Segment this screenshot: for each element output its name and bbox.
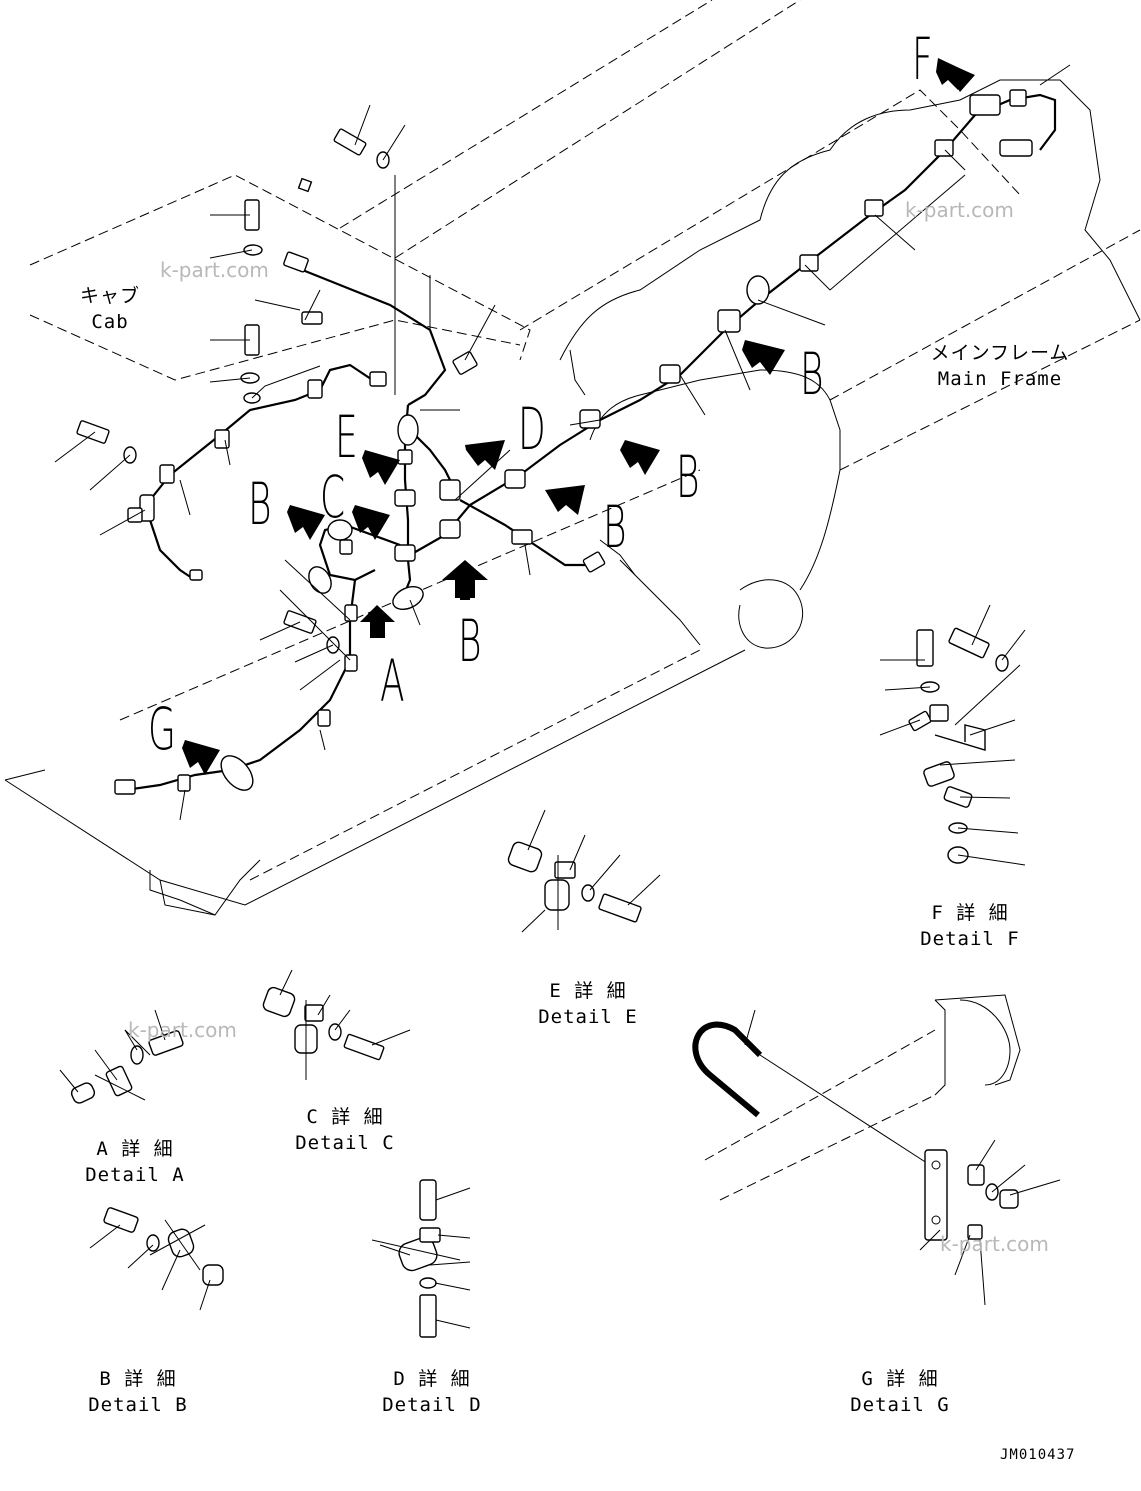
detail-e-caption-jp: E 詳 細 xyxy=(549,980,627,1002)
detail-g-caption-jp: G 詳 細 xyxy=(861,1368,939,1390)
detail-a-drawing xyxy=(59,1009,184,1104)
watermark: k-part.com xyxy=(160,258,269,282)
view-label-b: B xyxy=(458,607,482,675)
detail-e-caption-en: Detail E xyxy=(538,1006,638,1028)
detail-c-caption-jp: C 詳 細 xyxy=(306,1106,384,1128)
detail-d-drawing xyxy=(371,1179,471,1338)
detail-f-drawing xyxy=(879,604,1026,866)
detail-b-caption-en: Detail B xyxy=(88,1394,188,1416)
detail-f-caption-en: Detail F xyxy=(920,928,1020,950)
detail-g-drawing xyxy=(692,994,1061,1306)
watermark: k-part.com xyxy=(940,1232,1049,1256)
main-frame-outline xyxy=(4,79,1141,916)
view-label-g: G xyxy=(148,695,176,763)
drawing-code: JM010437 xyxy=(1000,1447,1076,1463)
leader-lines xyxy=(54,64,1071,821)
detail-b-drawing xyxy=(89,1207,224,1311)
view-label-d: D xyxy=(518,395,546,463)
cab-label-en: Cab xyxy=(91,311,129,333)
view-label-b: B xyxy=(603,493,627,561)
main-frame-label-jp: メインフレーム xyxy=(930,342,1070,364)
view-label-a: A xyxy=(380,647,405,715)
main-frame-label-en: Main Frame xyxy=(937,368,1063,390)
watermark: k-part.com xyxy=(905,198,1014,222)
loose-hardware xyxy=(76,128,390,654)
view-arrows xyxy=(182,55,975,775)
view-label-b: B xyxy=(800,340,824,408)
detail-g-caption-en: Detail G xyxy=(850,1394,950,1416)
cab-outline xyxy=(29,0,1021,381)
detail-d-caption-jp: D 詳 細 xyxy=(393,1368,471,1390)
detail-e-drawing xyxy=(507,809,661,933)
detail-a-caption-en: Detail A xyxy=(85,1164,185,1186)
cab-label-jp: キャブ xyxy=(79,285,140,307)
detail-f-caption-jp: F 詳 細 xyxy=(931,902,1009,924)
detail-b-caption-jp: B 詳 細 xyxy=(99,1368,177,1390)
detail-c-caption-en: Detail C xyxy=(295,1132,395,1154)
view-label-f: F xyxy=(912,25,933,93)
view-label-b: B xyxy=(676,443,700,511)
detail-d-caption-en: Detail D xyxy=(382,1394,482,1416)
view-label-b: B xyxy=(248,470,272,538)
view-label-c: C xyxy=(320,463,346,531)
detail-c-drawing xyxy=(262,969,411,1080)
view-label-e: E xyxy=(335,403,358,471)
watermark: k-part.com xyxy=(128,1018,237,1042)
detail-a-caption-jp: A 詳 細 xyxy=(96,1138,174,1160)
